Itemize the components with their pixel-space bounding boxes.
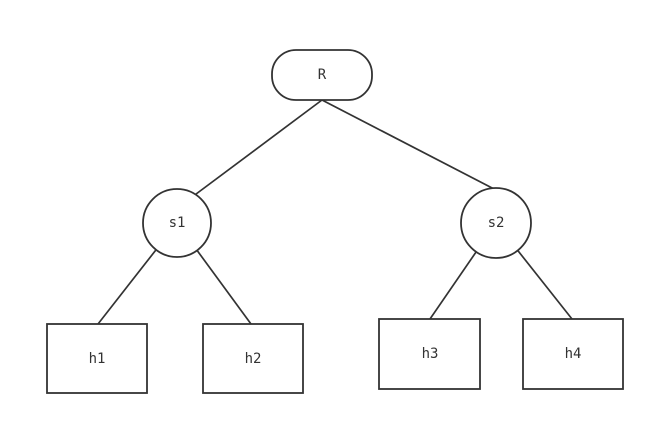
rect-shape[interactable]: [378, 318, 481, 390]
node-h4[interactable]: h4: [522, 318, 624, 390]
node-s2[interactable]: s2: [460, 187, 532, 259]
node-label-h4: h4: [565, 346, 582, 362]
node-h2[interactable]: h2: [202, 323, 304, 394]
rect-shape[interactable]: [522, 318, 624, 390]
rect-shape[interactable]: [46, 323, 148, 394]
node-label-R: R: [318, 67, 327, 83]
node-R[interactable]: R: [271, 49, 373, 101]
node-label-s1: s1: [169, 215, 186, 231]
rect-shape[interactable]: [202, 323, 304, 394]
node-label-s2: s2: [488, 215, 505, 231]
node-h3[interactable]: h3: [378, 318, 481, 390]
circle-shape[interactable]: [460, 187, 532, 259]
edge-R-s2: [321, 99, 497, 191]
circle-shape[interactable]: [142, 188, 212, 258]
node-h1[interactable]: h1: [46, 323, 148, 394]
node-label-h1: h1: [89, 351, 106, 367]
node-label-h3: h3: [422, 346, 439, 362]
rounded-rect-shape[interactable]: [271, 49, 373, 101]
node-label-h2: h2: [245, 351, 262, 367]
edge-R-s1: [179, 99, 323, 207]
node-s1[interactable]: s1: [142, 188, 212, 258]
